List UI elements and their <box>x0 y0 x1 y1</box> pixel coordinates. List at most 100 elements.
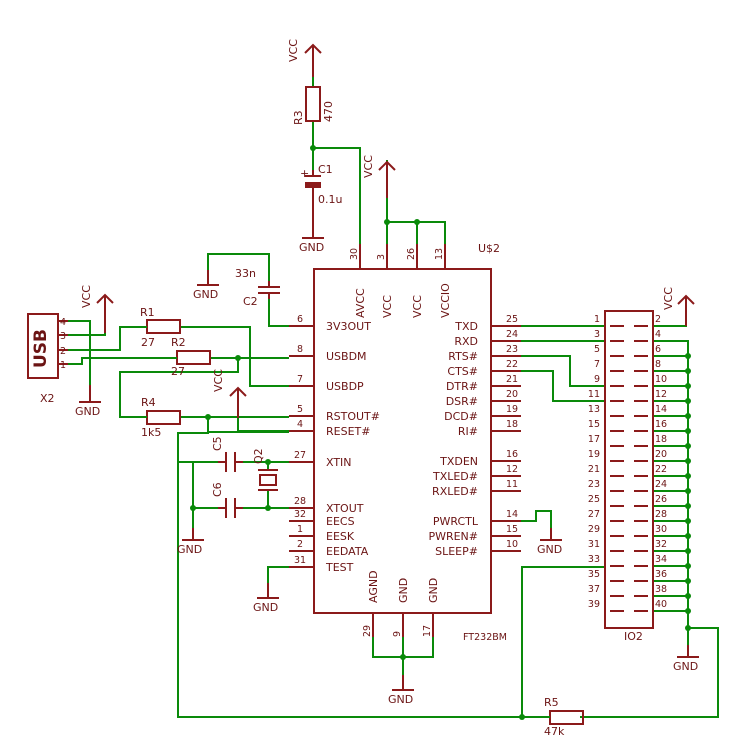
pin-label: 22 <box>506 359 518 370</box>
gnd-symbol: GND <box>537 528 562 556</box>
resistor-r4: R4 1k5 <box>136 396 181 439</box>
pin-label: 6 <box>655 344 661 355</box>
svg-text:R3: R3 <box>292 110 305 125</box>
svg-text:GND: GND <box>253 601 278 614</box>
svg-text:R2: R2 <box>171 336 186 349</box>
pin-label: 1 <box>297 524 303 535</box>
pin-label: 21 <box>588 464 600 475</box>
pin-label: 14 <box>655 404 667 415</box>
gnd-symbol: GND <box>193 270 219 301</box>
pin-label: VCCIO <box>439 283 452 318</box>
pin-label: PWRCTL <box>433 515 479 528</box>
vcc-symbols: VCC VCC VCC VCC VCC <box>80 39 695 418</box>
gnd-symbol: GND <box>253 583 279 614</box>
pin-label: 15 <box>506 524 518 535</box>
pin-label: AVCC <box>354 288 367 318</box>
pin-label: RXLED# <box>432 485 478 498</box>
svg-text:GND: GND <box>75 405 100 418</box>
pin-label: RSTOUT# <box>326 410 380 423</box>
resistor-r5: R5 47k <box>522 696 584 738</box>
svg-text:2: 2 <box>60 346 66 357</box>
gnd-symbol: GND <box>75 385 101 418</box>
pin-label: 7 <box>594 359 600 370</box>
pin-label: TXD <box>454 320 478 333</box>
pin-label: 20 <box>655 449 667 460</box>
pin-label: 16 <box>506 449 518 460</box>
pin-label: 29 <box>362 625 373 637</box>
svg-text:R1: R1 <box>140 306 155 319</box>
pin-label: TXDEN <box>439 455 478 468</box>
pin-label: 26 <box>406 248 417 260</box>
capacitor-c2: 33n C2 <box>235 267 280 308</box>
crystal-q2: Q2 <box>252 448 278 491</box>
pin-label: 15 <box>588 419 600 430</box>
svg-text:4: 4 <box>60 317 66 328</box>
svg-text:GND: GND <box>537 543 562 556</box>
capacitor-c5: C5 <box>211 436 243 472</box>
pin-label: 2 <box>655 314 661 325</box>
pin-label: 1 <box>594 314 600 325</box>
pin-label: 28 <box>655 509 667 520</box>
pin-label: 2 <box>297 539 303 550</box>
pin-label: 23 <box>588 479 600 490</box>
pin-label: 35 <box>588 569 600 580</box>
pin-label: GND <box>427 578 440 603</box>
pin-label: 18 <box>655 434 667 445</box>
pin-label: 11 <box>506 479 518 490</box>
pin-label: EEDATA <box>326 545 369 558</box>
pin-label: 38 <box>655 584 667 595</box>
svg-text:C2: C2 <box>243 295 258 308</box>
svg-text:FT232BM: FT232BM <box>463 632 507 643</box>
vcc-symbol: VCC <box>212 369 247 418</box>
svg-text:U$2: U$2 <box>478 242 500 255</box>
pin-label: EECS <box>326 515 355 528</box>
svg-text:X2: X2 <box>40 392 55 405</box>
gnd-symbol: GND <box>177 528 204 556</box>
pin-label: 31 <box>588 539 600 550</box>
pin-label: 23 <box>506 344 518 355</box>
pin-label: 10 <box>506 539 518 550</box>
pin-label: 36 <box>655 569 667 580</box>
svg-text:VCC: VCC <box>662 287 675 310</box>
pin-label: 17 <box>588 434 600 445</box>
pin-label: 22 <box>655 464 667 475</box>
pin-label: 33 <box>588 554 600 565</box>
pin-label: 3V3OUT <box>326 320 371 333</box>
pin-label: AGND <box>367 570 380 603</box>
pin-label: RXD <box>454 335 478 348</box>
svg-text:GND: GND <box>388 693 413 706</box>
pin-label: 30 <box>349 248 360 260</box>
pin-label: 24 <box>655 479 667 490</box>
pin-label: 24 <box>506 329 518 340</box>
pin-label: EESK <box>326 530 355 543</box>
pin-label: CTS# <box>447 365 478 378</box>
pin-label: SLEEP# <box>435 545 478 558</box>
pin-label: RESET# <box>326 425 370 438</box>
gnd-symbol: GND <box>299 195 324 254</box>
svg-text:USB: USB <box>31 329 51 368</box>
pin-label: PWREN# <box>428 530 478 543</box>
pin-label: 10 <box>655 374 667 385</box>
pin-label: 21 <box>506 374 518 385</box>
svg-text:33n: 33n <box>235 267 256 280</box>
pin-label: 13 <box>434 248 445 260</box>
pin-label: RTS# <box>448 350 478 363</box>
pin-label: DTR# <box>446 380 478 393</box>
pin-label: 7 <box>297 374 303 385</box>
vcc-symbol: VCC <box>362 155 396 198</box>
usb-connector-x2: USB 4 3 2 1 X2 <box>27 313 68 405</box>
pin-label: 30 <box>655 524 667 535</box>
pin-label: 5 <box>297 404 303 415</box>
gnd-symbols: GND GND GND GND GND GND GND GND <box>75 195 699 706</box>
pin-label: 39 <box>588 599 600 610</box>
svg-text:Q2: Q2 <box>252 448 265 464</box>
pin-label: DSR# <box>446 395 478 408</box>
pin-label: 27 <box>294 450 306 461</box>
svg-text:VCC: VCC <box>80 285 93 308</box>
vcc-symbol: VCC <box>662 287 695 326</box>
svg-text:C5: C5 <box>211 436 224 451</box>
svg-text:1k5: 1k5 <box>141 426 161 439</box>
pin-label: 20 <box>506 389 518 400</box>
svg-text:VCC: VCC <box>212 369 225 392</box>
